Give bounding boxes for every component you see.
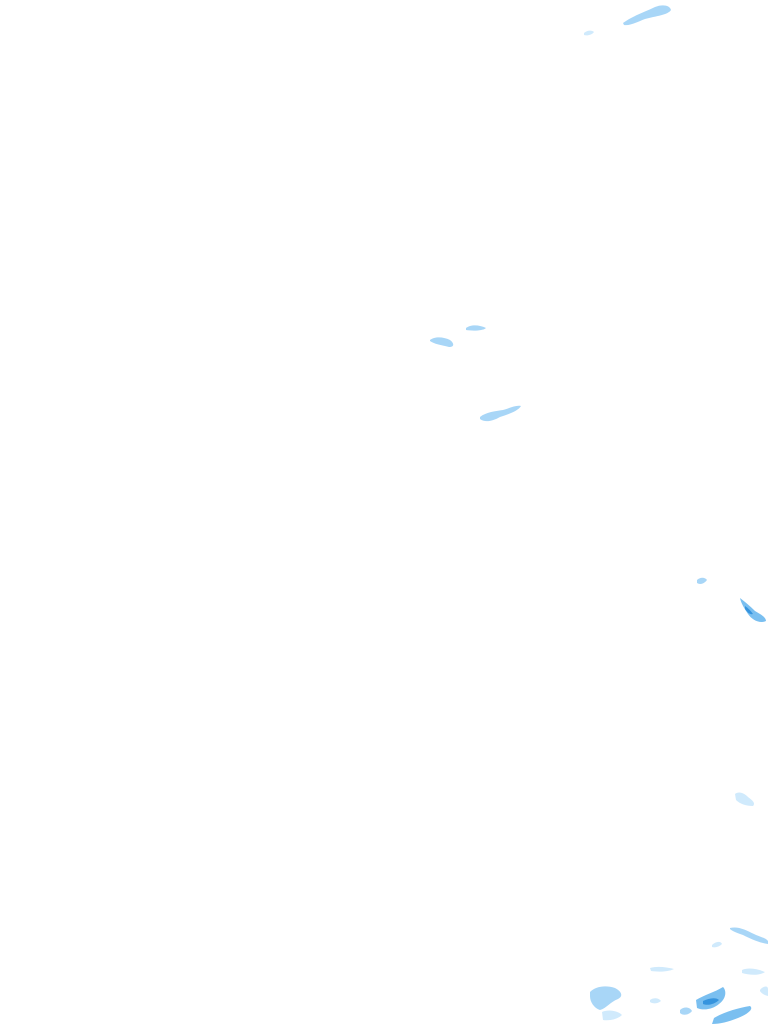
water-body (602, 1010, 622, 1021)
water-body (650, 966, 674, 972)
water-body (730, 927, 768, 944)
water-body (740, 598, 766, 623)
water-body (466, 325, 486, 331)
water-body (623, 5, 671, 26)
water-body (430, 337, 454, 347)
water-body (735, 792, 755, 806)
water-body (680, 1007, 692, 1015)
water-body (703, 998, 719, 1005)
water-body (650, 998, 661, 1004)
water-body (590, 986, 622, 1010)
water-body (480, 405, 521, 422)
water-body (584, 30, 594, 36)
water-body (760, 986, 768, 996)
water-body (712, 1006, 752, 1024)
water-body (712, 941, 722, 948)
water-body (745, 606, 753, 615)
water-body (742, 968, 765, 975)
water-body (697, 577, 707, 584)
